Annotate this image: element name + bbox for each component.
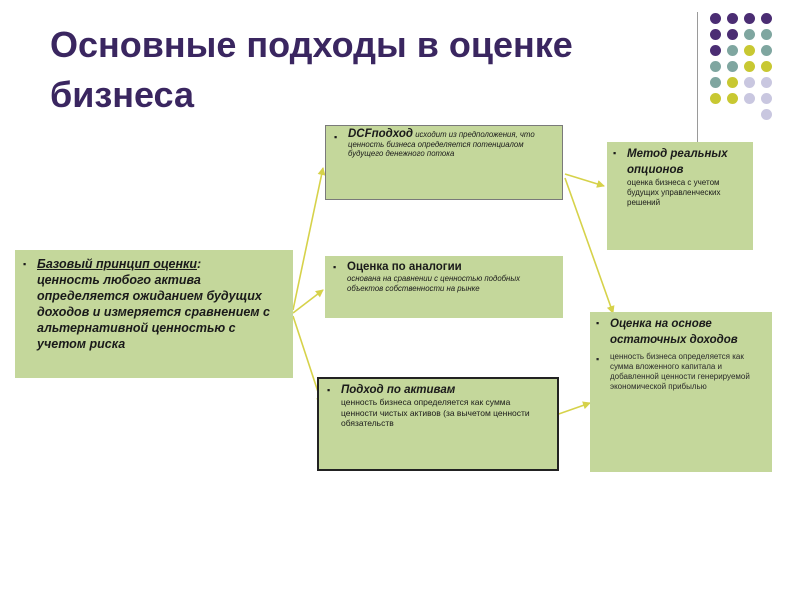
decor-dot	[744, 29, 755, 40]
real-options-heading: Метод реальных опционов	[627, 148, 728, 176]
bullet-icon: ▪	[613, 148, 617, 158]
decor-dot	[744, 93, 755, 104]
residual-heading: Оценка на основе остаточных доходов	[610, 318, 738, 346]
arrow-base-to-dcf	[292, 167, 326, 311]
decor-dot-grid	[710, 13, 780, 125]
decor-dot	[710, 13, 721, 24]
real-options-text: оценка бизнеса с учетом будущих управлен…	[627, 178, 721, 207]
decor-dot	[727, 61, 738, 72]
decor-dot	[727, 29, 738, 40]
basic-principle-heading: Базовый принцип оценки	[37, 257, 197, 271]
arrow-dcf-to-residual	[564, 177, 615, 314]
decor-dot	[710, 45, 721, 56]
residual-text: ценность бизнеса определяется как сумма …	[610, 352, 750, 391]
analogy-text: основана на сравнении с ценностью подобн…	[347, 274, 520, 293]
decor-vertical-line	[697, 12, 698, 152]
decor-dot	[761, 29, 772, 40]
box-residual-income: ▪ Оценка на основе остаточных доходов ▪ …	[590, 312, 772, 472]
decor-dot	[727, 93, 738, 104]
arrow-dcf-to-options	[564, 173, 605, 188]
box-dcf-approach: ▪ DCFподход исходит из предположения, чт…	[325, 125, 563, 200]
bullet-icon: ▪	[327, 385, 331, 395]
decor-dot	[761, 109, 772, 120]
box-real-options-method: ▪ Метод реальных опционов оценка бизнеса…	[607, 142, 753, 250]
decor-dot	[761, 13, 772, 24]
decor-dot	[744, 61, 755, 72]
decor-dot	[727, 13, 738, 24]
box-analogy-approach: ▪ Оценка по аналогии основана на сравнен…	[325, 256, 563, 318]
decor-dot	[727, 77, 738, 88]
decor-dot	[761, 61, 772, 72]
decor-dot	[710, 77, 721, 88]
basic-principle-colon: :	[196, 257, 202, 271]
decor-dot	[710, 61, 721, 72]
decor-dot	[744, 45, 755, 56]
bullet-icon: ▪	[596, 318, 600, 328]
bullet-icon: ▪	[334, 132, 338, 142]
decor-dot	[710, 29, 721, 40]
decor-dot	[744, 13, 755, 24]
dcf-text: исходит из предположения, что ценность б…	[348, 130, 535, 158]
decor-dot	[761, 45, 772, 56]
bullet-icon: ▪	[23, 259, 27, 269]
bullet-icon: ▪	[596, 354, 600, 364]
arrow-assets-to-residual	[552, 401, 591, 417]
decor-dot	[744, 77, 755, 88]
assets-heading: Подход по активам	[341, 384, 456, 396]
dcf-heading: DCFподход	[348, 128, 414, 140]
analogy-heading: Оценка по аналогии	[347, 261, 462, 273]
decor-dot	[761, 93, 772, 104]
basic-principle-text: ценность любого актива определяется ожид…	[37, 273, 270, 351]
decor-dot	[727, 45, 738, 56]
box-assets-approach: ▪ Подход по активам ценность бизнеса опр…	[317, 377, 559, 471]
decor-dot	[710, 93, 721, 104]
box-basic-principle: ▪ Базовый принцип оценки: ценность любог…	[15, 250, 293, 378]
assets-text: ценность бизнеса определяется как сумма …	[341, 397, 530, 428]
bullet-icon: ▪	[333, 262, 337, 272]
decor-dot	[761, 77, 772, 88]
arrow-base-to-analog	[292, 289, 324, 314]
slide-title: Основные подходы в оценке бизнеса	[50, 24, 573, 115]
